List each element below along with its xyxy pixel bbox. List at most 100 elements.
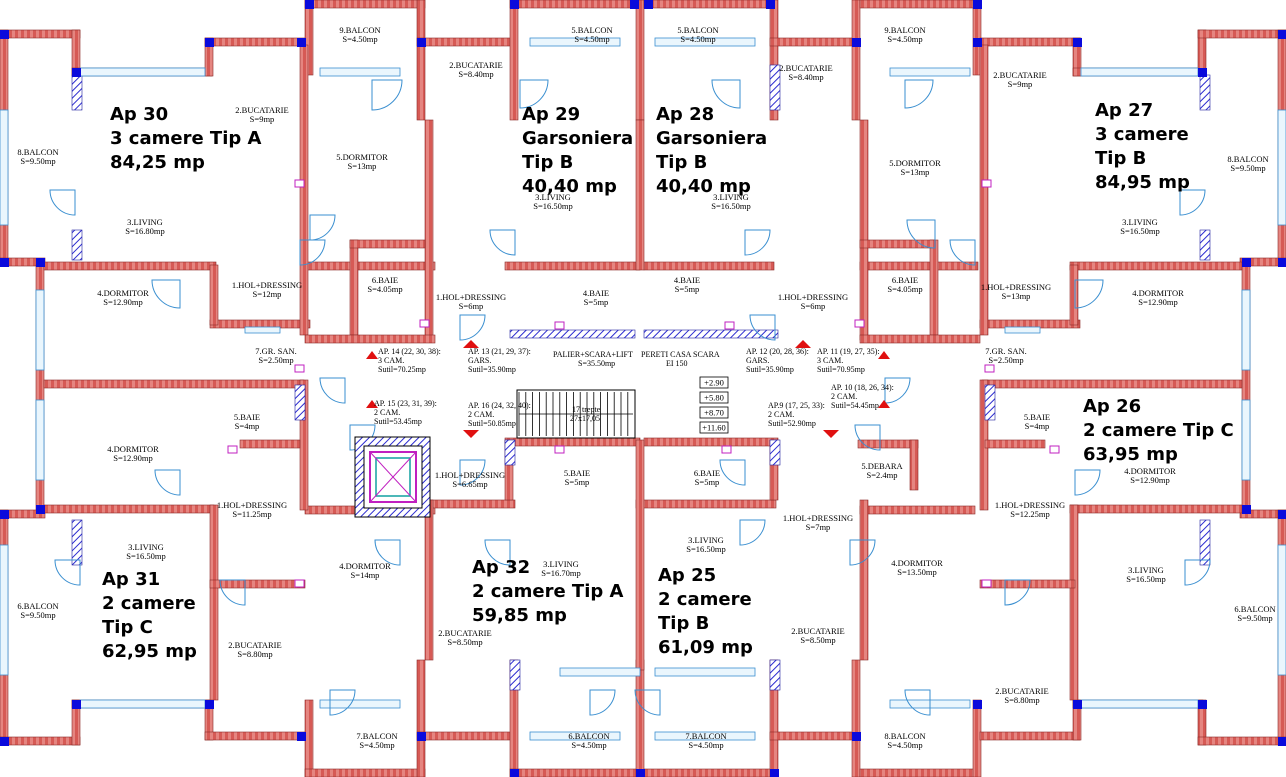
apartment-text: 63,95 mp	[1083, 444, 1178, 465]
column	[770, 769, 779, 777]
room-label: 7.GR. SAN.S=2.50mp	[985, 346, 1027, 365]
wall-segment	[209, 504, 219, 701]
room-area: S=4.50mp	[342, 34, 377, 44]
sanitary-fixture	[294, 364, 305, 373]
sanitary-fixtures	[227, 179, 1060, 588]
room-area: S=11.25mp	[232, 509, 271, 519]
apartment-text: Tip B	[1095, 148, 1146, 169]
apartment-text: 84,95 mp	[1095, 172, 1190, 193]
core-text: AP. 15 (23, 31, 39):	[374, 399, 437, 408]
wall-segment	[1069, 264, 1079, 326]
core-text: Sutil=35.90mp	[746, 365, 794, 374]
wall-segment	[0, 736, 81, 746]
door	[329, 689, 356, 716]
column	[36, 505, 45, 514]
room-name: 4.DORMITOR	[1132, 288, 1184, 298]
room-name: 6.BAIE	[372, 275, 398, 285]
core-label-ap11: AP. 11 (19, 27, 35):3 CAM.Sutil=70.95mp	[817, 347, 880, 374]
wall-segment	[859, 0, 981, 9]
door	[371, 79, 403, 111]
apartment-label-ap32: Ap 322 camere Tip A59,85 mp	[472, 557, 624, 626]
apartment-text: Tip C	[102, 617, 153, 638]
window	[889, 67, 971, 77]
room-name: 7.BALCON	[356, 731, 397, 741]
room-name: 2.BUCATARIE	[779, 63, 832, 73]
core-label-ap16: AP. 16 (24, 32, 40):2 CAM.Sutil=50.85mp	[468, 401, 531, 428]
wall-segment	[851, 0, 861, 121]
hatched-wall	[1199, 229, 1211, 261]
wall-segment	[43, 261, 217, 271]
sanitary-fixture	[981, 179, 992, 188]
door	[589, 689, 616, 716]
room-area: S=4.50mp	[574, 34, 609, 44]
door	[1179, 189, 1206, 216]
wall-segment	[204, 731, 306, 741]
column	[1242, 505, 1251, 514]
sanitary-fixture	[721, 445, 732, 454]
hatched-wall	[71, 229, 83, 261]
column	[297, 38, 306, 47]
window	[319, 67, 401, 77]
wall-segment	[299, 44, 309, 336]
wall-segment	[859, 499, 869, 661]
hatched-wall	[769, 659, 781, 691]
room-area: S=7mp	[806, 522, 831, 532]
core-text: 2 CAM.	[831, 392, 857, 401]
core-text: Sutil=53.45mp	[374, 417, 422, 426]
wall-segment	[635, 659, 645, 777]
door	[744, 229, 771, 256]
room-name: 3.LIVING	[127, 217, 163, 227]
room-area: S=13.50mp	[897, 567, 937, 577]
wall-segment	[859, 505, 976, 515]
wall-segment	[643, 261, 775, 271]
room-name: 5.BAIE	[234, 412, 260, 422]
wall-segment	[43, 379, 305, 389]
column	[1242, 258, 1251, 267]
window	[654, 731, 756, 741]
room-labels: 9.BALCONS=4.50mp5.BALCONS=4.50mp5.BALCON…	[17, 25, 1275, 750]
room-name: 8.BALCON	[884, 731, 925, 741]
door	[739, 519, 766, 546]
room-area: S=9.50mp	[20, 156, 55, 166]
column	[417, 38, 426, 47]
wall-segment	[643, 0, 775, 9]
core-text: 2 CAM.	[374, 408, 400, 417]
level-box	[699, 376, 729, 389]
wall-segment	[239, 439, 301, 449]
core-text: Sutil=70.25mp	[378, 365, 426, 374]
apartment-text: Ap 27	[1095, 100, 1153, 121]
column	[973, 700, 982, 709]
column	[630, 0, 639, 9]
door	[219, 579, 246, 606]
wall-segment	[1069, 504, 1079, 701]
room-area: S=4.05mp	[367, 284, 402, 294]
room-area: S=4.50mp	[571, 740, 606, 750]
apartment-text: Tip B	[522, 152, 573, 173]
core-label-ap12: AP. 12 (20, 28, 36):GARS.Sutil=35.90mp	[746, 347, 809, 374]
core-label-ap13: AP. 13 (21, 29, 37):GARS.Sutil=35.90mp	[468, 347, 531, 374]
wall-segment	[769, 0, 779, 121]
level-box	[699, 391, 729, 404]
room-name: 9.BALCON	[339, 25, 380, 35]
wall-segment	[509, 0, 519, 121]
core-text: PERETI CASA SCARA	[641, 350, 720, 359]
wall-segment	[851, 659, 861, 777]
room-name: 8.BALCON	[1227, 154, 1268, 164]
window	[0, 109, 9, 226]
core-text: AP. 16 (24, 32, 40):	[468, 401, 531, 410]
room-area: S=12.90mp	[1138, 297, 1178, 307]
core-labels: AP. 14 (22, 30, 38):3 CAM.Sutil=70.25mpA…	[374, 347, 894, 428]
